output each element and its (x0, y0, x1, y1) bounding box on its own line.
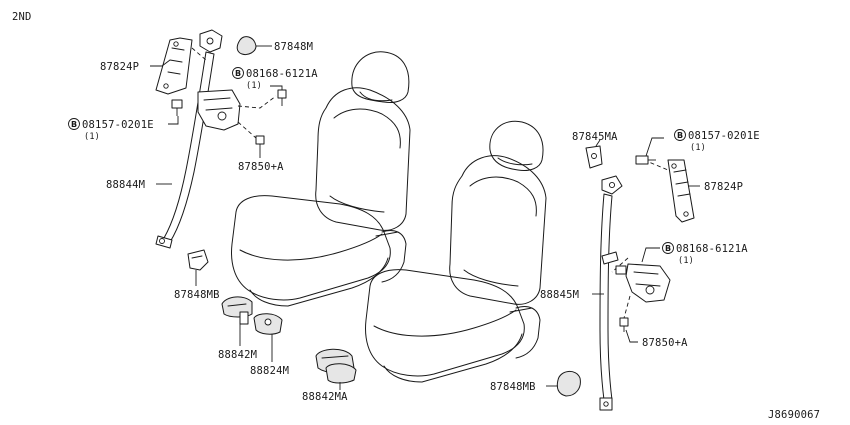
left-anchor-cover (236, 36, 257, 55)
right-retractor-guide-a (611, 257, 629, 273)
callout-text: 88842M (218, 349, 257, 361)
callout-text: 08168-6121A (246, 68, 318, 80)
callout-text: 87850+A (238, 161, 284, 173)
callout-87845ma: 87845MA (572, 131, 618, 143)
callout-08168-6121a-left: B 08168-6121A (1) (232, 67, 318, 91)
right-shoulder-anchor (601, 175, 623, 195)
callout-87850a-right: 87850+A (642, 337, 688, 349)
callout-text: 87848MB (490, 381, 536, 393)
left-retractor-guide-b (237, 121, 257, 139)
right-seat (365, 120, 547, 383)
right-adjuster-guide (643, 159, 669, 171)
callout-08168-6121a-right: B 08168-6121A (1) (662, 242, 748, 266)
callout-text: 87824P (704, 181, 743, 193)
right-guide-87845ma (585, 145, 603, 169)
callout-text: 87848MB (174, 289, 220, 301)
callout-text: 88824M (250, 365, 289, 377)
leader-lines (150, 45, 700, 390)
right-retractor-guide-b (623, 295, 631, 319)
callout-text: 87848M (274, 41, 313, 53)
callout-qty: (1) (84, 132, 100, 142)
left-seat (231, 51, 411, 307)
left-adjuster-guide (191, 47, 207, 61)
bolt-prefix: B (665, 244, 671, 253)
right-belt-end-anchor (599, 397, 613, 411)
left-retractor (197, 89, 241, 131)
callout-08157-0201e-right: B 08157-0201E (1) (674, 129, 760, 153)
callout-88824m: 88824M (250, 365, 289, 377)
callout-text: 08157-0201E (688, 130, 760, 142)
callout-87848mb-left: 87848MB (174, 289, 220, 301)
right-bolt-upper (635, 155, 656, 165)
left-height-adjuster (155, 37, 193, 95)
variant-label: 2ND (12, 11, 32, 23)
callout-88844m: 88844M (106, 179, 145, 191)
left-bolt-upper (171, 99, 183, 116)
bolt-prefix: B (677, 131, 683, 140)
callout-88845m: 88845M (540, 289, 579, 301)
callout-87824p-left: 87824P (100, 61, 139, 73)
callout-87850a-left: 87850+A (238, 161, 284, 173)
callout-text: 87824P (100, 61, 139, 73)
right-height-adjuster (667, 159, 695, 223)
callout-87848mb-right: 87848MB (490, 381, 536, 393)
callout-text: 87845MA (572, 131, 618, 143)
buckle-88824m (239, 311, 283, 335)
callout-text: 88842MA (302, 391, 348, 403)
left-retractor-guide-a (237, 95, 277, 109)
callout-87848m: 87848M (274, 41, 313, 53)
right-bolt-retractor (615, 265, 627, 275)
callout-qty: (1) (690, 143, 706, 153)
callout-88842ma: 88842MA (302, 391, 348, 403)
callout-87824p-right: 87824P (704, 181, 743, 193)
right-bolt-lower (619, 317, 629, 332)
left-bolt-retractor (277, 89, 287, 106)
bolt-prefix: B (71, 120, 77, 129)
lower-cover-87848mb (187, 249, 209, 271)
bolt-prefix: B (235, 69, 241, 78)
callout-text: 88844M (106, 179, 145, 191)
right-clip (601, 251, 619, 265)
callout-text: 87850+A (642, 337, 688, 349)
right-belt-webbing (599, 193, 613, 401)
left-bolt-lower (255, 135, 265, 150)
callout-text: 08168-6121A (676, 243, 748, 255)
left-belt-end-anchor (155, 235, 173, 249)
right-retractor (625, 263, 671, 303)
callout-qty: (1) (678, 256, 694, 266)
callout-qty: (1) (246, 81, 262, 91)
buckle-88842ma (315, 348, 357, 384)
callout-08157-0201e-left: B 08157-0201E (1) (68, 118, 154, 142)
callout-88842m: 88842M (218, 349, 257, 361)
right-lower-cover (556, 371, 581, 397)
callout-text: 08157-0201E (82, 119, 154, 131)
left-shoulder-anchor (199, 29, 223, 53)
diagram-code: J8690067 (768, 409, 820, 421)
callout-text: 88845M (540, 289, 579, 301)
